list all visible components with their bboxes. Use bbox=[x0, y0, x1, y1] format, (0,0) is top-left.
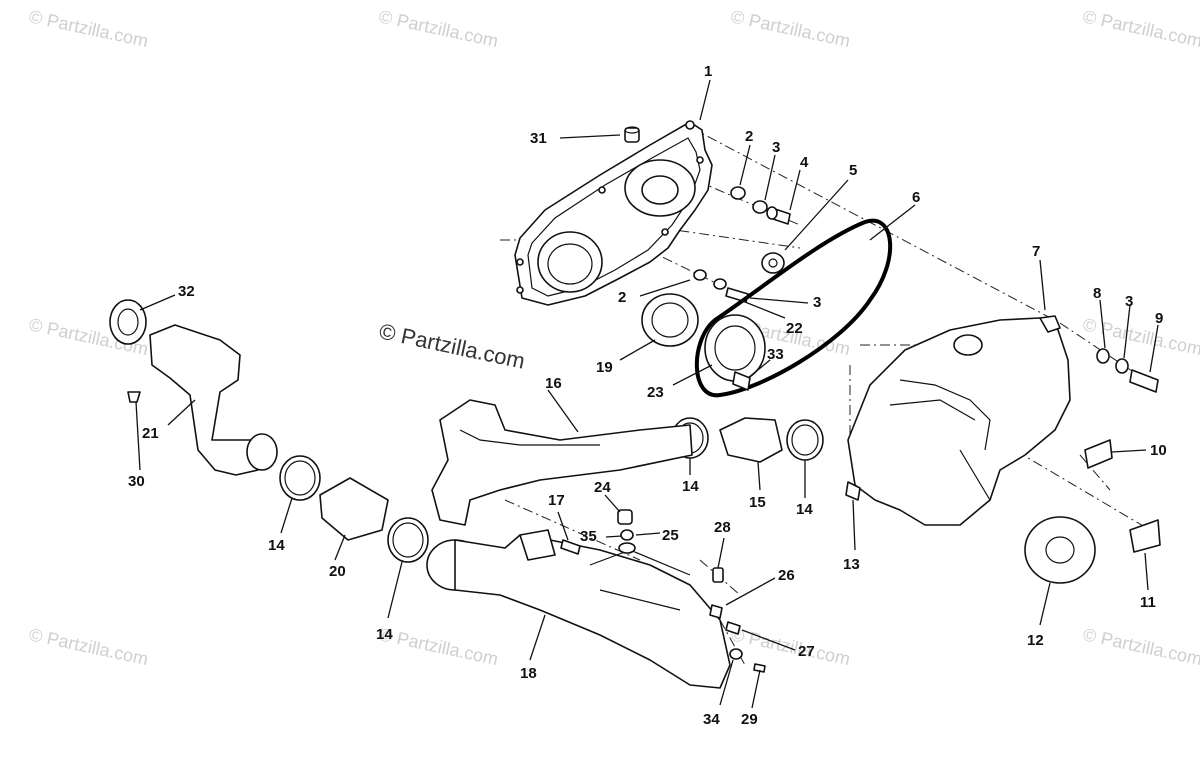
callout-32[interactable]: 32 bbox=[178, 283, 195, 300]
callout-14[interactable]: 14 bbox=[682, 478, 699, 495]
callout-25[interactable]: 25 bbox=[662, 527, 679, 544]
callout-19[interactable]: 19 bbox=[596, 359, 613, 376]
callout-7[interactable]: 7 bbox=[1032, 243, 1040, 260]
callout-4[interactable]: 4 bbox=[800, 154, 809, 171]
ring-gasket bbox=[1024, 516, 1096, 584]
callout-18[interactable]: 18 bbox=[520, 665, 537, 682]
callout-33[interactable]: 33 bbox=[767, 346, 784, 363]
decals bbox=[1084, 439, 1161, 553]
callout-20[interactable]: 20 bbox=[329, 563, 346, 580]
callout-35[interactable]: 35 bbox=[580, 528, 597, 545]
outer-housing-cover bbox=[845, 315, 1071, 526]
watermark-text: © Partzilla.com bbox=[1081, 6, 1200, 51]
callout-11[interactable]: 11 bbox=[1140, 594, 1156, 611]
callout-31[interactable]: 31 bbox=[530, 130, 547, 147]
watermark-text: © Partzilla.com bbox=[27, 6, 150, 51]
watermark-text: © Partzilla.com bbox=[27, 624, 150, 669]
callout-2[interactable]: 2 bbox=[745, 128, 753, 145]
callout-13[interactable]: 13 bbox=[843, 556, 860, 573]
watermark-text: © Partzilla.com bbox=[729, 6, 852, 51]
callout-30[interactable]: 30 bbox=[128, 473, 145, 490]
callout-3[interactable]: 3 bbox=[772, 139, 780, 156]
callout-5[interactable]: 5 bbox=[849, 162, 857, 179]
callout-14[interactable]: 14 bbox=[376, 626, 393, 643]
callout-2[interactable]: 2 bbox=[618, 289, 626, 306]
center-watermark: © Partzilla.com bbox=[377, 318, 527, 373]
right-hardware bbox=[1096, 348, 1159, 393]
callout-34[interactable]: 34 bbox=[703, 711, 720, 728]
watermark-text: © Partzilla.com bbox=[377, 6, 500, 51]
callouts: 1 2 3 4 5 6 31 2 3 22 19 23 33 7 8 3 9 3… bbox=[128, 63, 1167, 728]
watermark-text: © Partzilla.com bbox=[729, 624, 852, 669]
callout-16[interactable]: 16 bbox=[545, 375, 562, 392]
callout-3[interactable]: 3 bbox=[1125, 293, 1133, 310]
part-31-nut bbox=[624, 126, 640, 143]
callout-14[interactable]: 14 bbox=[796, 501, 813, 518]
small-hardware bbox=[560, 509, 766, 673]
seals bbox=[641, 293, 766, 391]
callout-17[interactable]: 17 bbox=[548, 492, 565, 509]
watermark-text: © Partzilla.com bbox=[377, 624, 500, 669]
callout-12[interactable]: 12 bbox=[1027, 632, 1044, 649]
callout-28[interactable]: 28 bbox=[714, 519, 731, 536]
callout-8[interactable]: 8 bbox=[1093, 285, 1101, 302]
callout-6[interactable]: 6 bbox=[912, 189, 920, 206]
callout-3[interactable]: 3 bbox=[813, 294, 821, 311]
callout-22[interactable]: 22 bbox=[786, 320, 803, 337]
inner-cover-plate bbox=[514, 120, 713, 306]
intake-elbow bbox=[109, 299, 278, 476]
callout-9[interactable]: 9 bbox=[1155, 310, 1163, 327]
air-duct bbox=[431, 399, 693, 526]
callout-27[interactable]: 27 bbox=[798, 643, 815, 660]
callout-26[interactable]: 26 bbox=[778, 567, 795, 584]
drive-belt bbox=[694, 218, 892, 398]
callout-21[interactable]: 21 bbox=[142, 425, 159, 442]
callout-23[interactable]: 23 bbox=[647, 384, 664, 401]
callout-29[interactable]: 29 bbox=[741, 711, 758, 728]
watermark-text: © Partzilla.com bbox=[1081, 624, 1200, 669]
callout-15[interactable]: 15 bbox=[749, 494, 766, 511]
callout-1[interactable]: 1 bbox=[704, 63, 712, 80]
callout-24[interactable]: 24 bbox=[594, 479, 611, 496]
callout-10[interactable]: 10 bbox=[1150, 442, 1167, 459]
silencer-housing bbox=[426, 529, 731, 689]
leader-lines bbox=[135, 79, 1159, 709]
upper-hardware bbox=[693, 186, 791, 303]
callout-14[interactable]: 14 bbox=[268, 537, 285, 554]
